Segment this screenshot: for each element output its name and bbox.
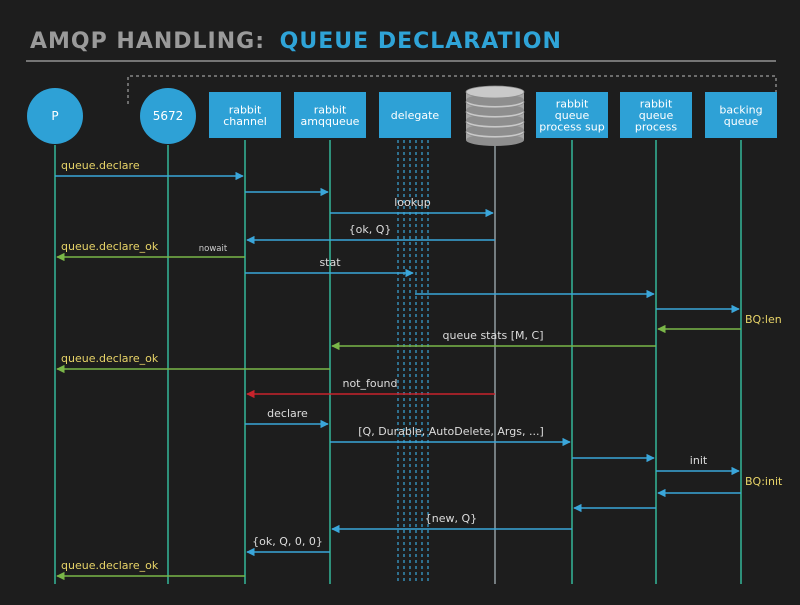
message-arrow: queue.declare_ok nowait [56,240,245,262]
participant-label: delegate [391,109,440,122]
message-arrow: [Q, Durable, AutoDelete, Args, ...] [330,425,571,447]
participant-label: P [51,109,58,123]
message-arrow: BQ:len [656,304,782,326]
message-label: stat [319,256,341,269]
message-arrow: queue stats [M, C] [331,329,656,351]
message-label: queue.declare_ok [61,559,159,572]
message-arrow: queue.declare_ok [56,559,245,581]
participant-box [294,92,366,138]
database-icon [465,85,525,146]
message-arrow: stat [245,256,414,278]
message-arrow: {ok, Q, 0, 0} [246,535,330,557]
participant-box [536,92,608,138]
port-participant: 5672 [140,88,196,144]
message-label: [Q, Durable, AutoDelete, Args, ...] [358,425,543,438]
side-label: BQ:init [745,475,783,488]
message-label: {new, Q} [425,512,477,525]
participant-box [620,92,692,138]
message-label: init [690,454,708,467]
p-participant: P [27,88,83,144]
side-label: BQ:len [745,313,782,326]
message-label: {ok, Q, 0, 0} [252,535,323,548]
title-part1: AMQP HANDLING: [30,29,265,54]
message-arrow: queue.declare [55,159,244,181]
message-arrow: lookup [330,196,494,218]
message-arrow: {ok, Q} [246,223,495,245]
message-arrow: {new, Q} [331,512,572,534]
participant-box [209,92,281,138]
title-part2: QUEUE DECLARATION [280,29,562,54]
message-arrow: not_found [246,377,495,399]
message-label: queue stats [M, C] [442,329,543,342]
message-label: lookup [394,196,431,209]
participant-box [379,92,451,138]
participant-circle [140,88,196,144]
message-note: nowait [199,244,228,254]
message-label: queue.declare_ok [61,240,159,253]
message-label: declare [267,407,308,420]
message-label: {ok, Q} [349,223,392,236]
participants-bracket [127,75,777,104]
delegate-participant: delegate [379,92,451,138]
message-label: not_found [342,377,397,390]
message-label: queue.declare_ok [61,352,159,365]
message-label: queue.declare [61,159,140,172]
participant-circle [27,88,83,144]
message-arrow: declare [245,407,329,429]
message-arrow: queue.declare_ok [56,352,330,374]
participant-label: 5672 [153,109,184,123]
svg-text:AMQP HANDLING: QUEUE DEC: AMQP HANDLING: QUEUE DECLARATION [30,29,562,54]
participant-box [705,92,777,138]
